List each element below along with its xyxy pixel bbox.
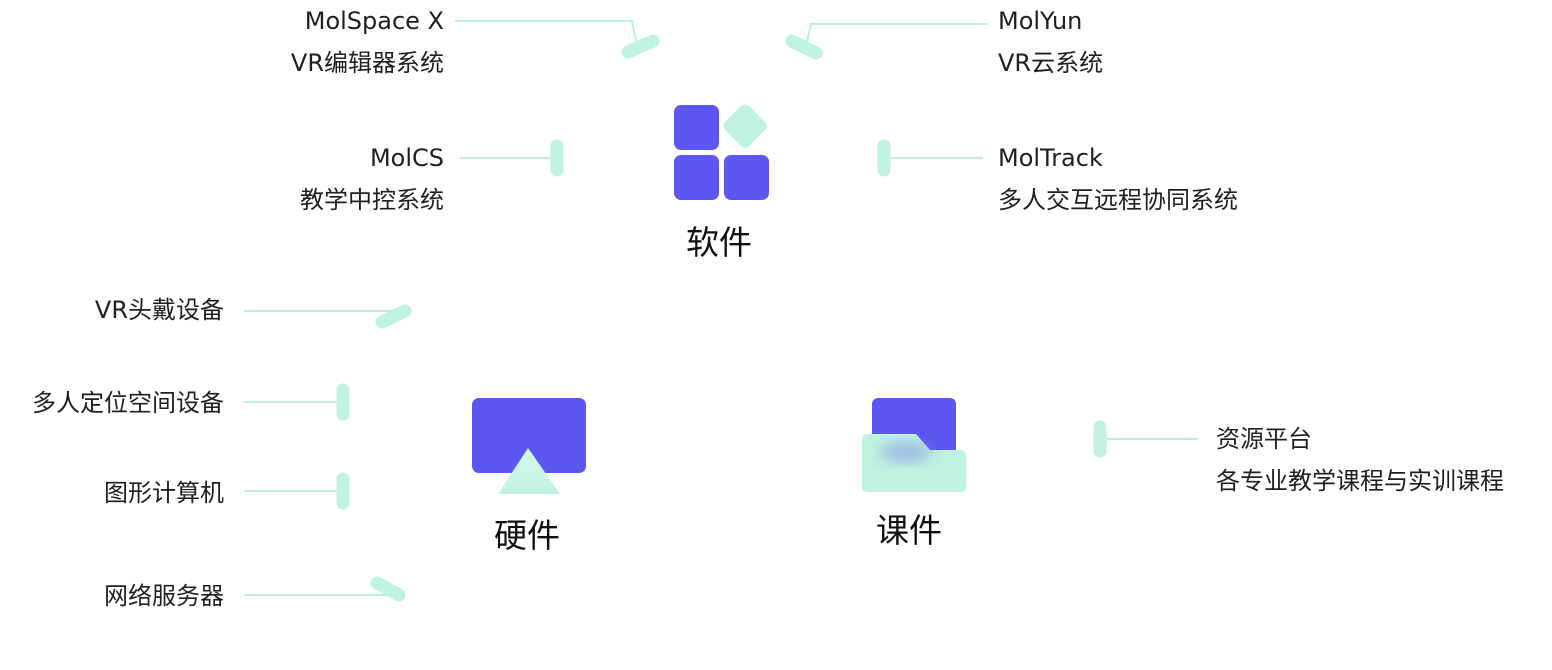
software-item-name: MolCS: [369, 144, 444, 172]
software-item-name: MolSpace X: [304, 7, 444, 35]
courseware-item-desc: 各专业教学课程与实训课程: [1216, 467, 1504, 495]
connector-molyun: [805, 23, 988, 47]
screen-cast-icon: [472, 398, 586, 494]
hardware-title: 硬件: [494, 516, 560, 555]
courseware-item-resource: 资源平台 各专业教学课程与实训课程: [1216, 418, 1504, 502]
pill-server: [370, 576, 406, 602]
hardware-item-vr-headset: VR头戴设备: [94, 296, 224, 324]
software-title: 软件: [686, 223, 752, 262]
software-item-molyun: MolYun VR云系统: [998, 0, 1103, 84]
courseware-title: 课件: [876, 511, 942, 550]
hardware-item-graphics-pc: 图形计算机: [104, 479, 224, 507]
connector-molspace: [455, 20, 638, 47]
software-item-desc: VR云系统: [998, 49, 1104, 77]
software-item-name: MolTrack: [998, 144, 1103, 172]
software-item-desc: VR编辑器系统: [290, 49, 444, 77]
software-item-desc: 多人交互远程协同系统: [998, 186, 1238, 214]
hardware-item-server: 网络服务器: [104, 582, 224, 610]
pill-vr-headset: [375, 304, 412, 329]
software-item-molcs: MolCS 教学中控系统: [300, 137, 444, 221]
courseware-item-name: 资源平台: [1216, 425, 1312, 453]
app-grid-icon: [674, 104, 769, 200]
hardware-item-positioning: 多人定位空间设备: [32, 389, 224, 417]
software-item-molspace: MolSpace X VR编辑器系统: [291, 0, 444, 84]
pill-molyun: [785, 34, 823, 60]
software-item-moltrack: MolTrack 多人交互远程协同系统: [998, 137, 1238, 221]
software-item-name: MolYun: [998, 7, 1083, 35]
folder-icon: [862, 398, 966, 492]
pill-molspace: [621, 34, 660, 59]
software-item-desc: 教学中控系统: [300, 186, 444, 214]
